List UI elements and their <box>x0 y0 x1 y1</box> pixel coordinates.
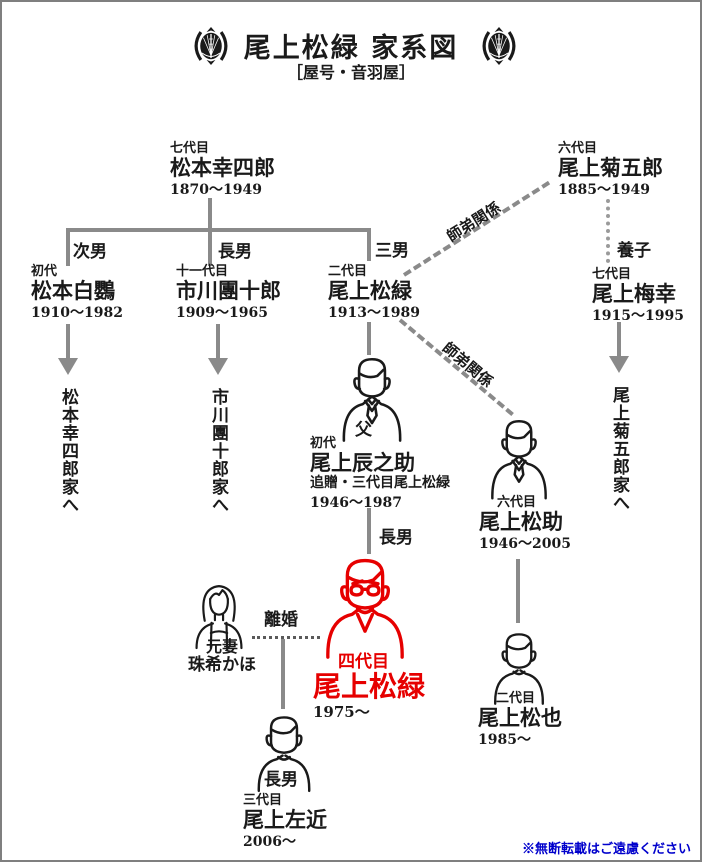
label-second-son: 次男 <box>73 242 107 262</box>
connector-marriage-to-sakon <box>281 639 285 709</box>
person-name: 松本白鸚 <box>31 278 115 304</box>
generation-label: 二代目 <box>328 264 368 279</box>
generation-label: 十一代目 <box>176 264 229 279</box>
label-role-father: 父 <box>355 420 372 440</box>
woman-icon <box>185 573 253 655</box>
person-years: 1975〜 <box>313 702 370 721</box>
person-name: 松本幸四郎 <box>170 155 275 181</box>
label-third-son: 三男 <box>375 241 409 261</box>
node-matsumoto-koshiro7: 七代目 松本幸四郎 1870〜1949 <box>170 141 275 201</box>
node-onoe-baiko7: 七代目 尾上梅幸 1915〜1995 <box>592 267 684 327</box>
generation-label: 二代目 <box>496 691 536 706</box>
otowaya-crest-icon <box>192 24 230 68</box>
person-years: 2006〜 <box>243 834 296 851</box>
connector-tatsunosuke-to-shoroku4 <box>367 508 371 554</box>
person-name: 尾上松緑 <box>313 670 426 704</box>
node-onoe-tatsunosuke1: 初代 尾上辰之助 追贈・三代目尾上松緑 1946〜1987 <box>310 436 450 513</box>
person-years: 1910〜1982 <box>31 305 123 322</box>
house-link-ichikawa-danjuro: 市川團十郎家へ <box>208 388 228 514</box>
connector-koshiro-drop <box>208 198 212 231</box>
person-name: 市川團十郎 <box>176 278 281 304</box>
person-years: 1915〜1995 <box>592 308 684 325</box>
generation-label: 初代 <box>310 436 337 451</box>
person-name: 尾上松緑 <box>328 278 412 304</box>
label-mentor-lower: 師弟関係 <box>438 338 497 392</box>
house-link-matsumoto-koshiro: 松本幸四郎家へ <box>58 388 78 514</box>
posthumous-note: 追贈・三代目尾上松緑 <box>310 475 450 492</box>
generation-label: 六代目 <box>497 495 537 510</box>
connector-matsusuke-to-matsuya <box>516 559 520 623</box>
arrow-ichikawa-head-icon <box>208 358 228 375</box>
generation-label: 六代目 <box>558 141 598 156</box>
ex-wife-label: 元妻 <box>205 637 238 656</box>
divorce-dotted-line <box>252 636 320 639</box>
copyright-note: ※無断転載はご遠慮ください <box>521 842 691 857</box>
arrow-matsumoto-shaft <box>66 324 70 360</box>
node-matsumoto-hakuo1: 初代 松本白鸚 1910〜1982 <box>31 264 123 324</box>
person-years: 1985〜 <box>478 732 531 749</box>
label-divorce: 離婚 <box>264 610 298 630</box>
generation-label: 七代目 <box>592 267 632 282</box>
casual-man-icon <box>248 707 320 797</box>
adoption-dotted-line <box>606 199 610 263</box>
label-first-son-shoroku4: 長男 <box>379 528 413 548</box>
node-tamaki-kaho: 元妻 珠希かほ <box>182 638 262 675</box>
node-onoe-sakon3: 三代目 尾上左近 2006〜 <box>243 793 327 853</box>
page-title: 尾上松緑 家系図 <box>243 33 459 64</box>
page-subtitle: ［屋号・音羽屋］ <box>286 63 415 82</box>
otowaya-crest-icon <box>480 24 518 68</box>
person-years: 1885〜1949 <box>558 182 650 199</box>
person-years: 1946〜2005 <box>479 536 571 553</box>
node-onoe-kikugoro6: 六代目 尾上菊五郎 1885〜1949 <box>558 141 663 201</box>
connector-stub-third-son <box>367 228 371 261</box>
person-name: 尾上松也 <box>478 705 562 731</box>
person-years: 1913〜1989 <box>328 305 420 322</box>
arrow-onoe-head-icon <box>609 356 629 373</box>
node-onoe-matsuya2: 二代目 尾上松也 1985〜 <box>478 691 562 751</box>
connector-shoroku2-to-tatsunosuke <box>367 322 371 355</box>
label-mentor-upper: 師弟関係 <box>443 198 504 246</box>
person-name: 尾上梅幸 <box>592 281 676 307</box>
node-onoe-shoroku2: 二代目 尾上松緑 1913〜1989 <box>328 264 420 324</box>
node-ichikawa-danjuro11: 十一代目 市川團十郎 1909〜1965 <box>176 264 281 324</box>
suit-man-icon <box>483 415 555 501</box>
glasses-man-red-icon <box>316 555 414 659</box>
person-name: 珠希かほ <box>188 654 256 675</box>
generation-label: 七代目 <box>170 141 210 156</box>
person-years: 1870〜1949 <box>170 182 262 199</box>
node-onoe-shoroku4-current: 四代目 尾上松緑 1975〜 <box>313 652 425 724</box>
casual-man-icon <box>485 624 553 710</box>
person-name: 尾上松助 <box>479 509 563 535</box>
label-first-son: 長男 <box>218 242 252 262</box>
generation-label: 四代目 <box>338 652 389 672</box>
person-years: 1946〜1987 <box>310 494 402 511</box>
arrow-matsumoto-head-icon <box>58 358 78 375</box>
person-name: 尾上菊五郎 <box>558 155 663 181</box>
generation-label: 初代 <box>31 264 58 279</box>
person-name: 尾上左近 <box>243 807 327 833</box>
connector-siblings-bar <box>66 228 371 232</box>
generation-label: 三代目 <box>243 793 283 808</box>
house-link-onoe-kikugoro: 尾上菊五郎家へ <box>609 386 629 512</box>
connector-stub-first-son <box>208 228 212 266</box>
arrow-onoe-shaft <box>617 322 621 358</box>
label-adopted: 養子 <box>617 241 651 261</box>
arrow-ichikawa-shaft <box>216 324 220 360</box>
person-name: 尾上辰之助 <box>310 450 415 476</box>
person-years: 1909〜1965 <box>176 305 268 322</box>
suit-man-icon <box>334 353 410 443</box>
label-role-first-son-sakon: 長男 <box>264 770 298 790</box>
connector-stub-second-son <box>66 228 70 266</box>
node-onoe-matsusuke6: 六代目 尾上松助 1946〜2005 <box>479 495 571 555</box>
